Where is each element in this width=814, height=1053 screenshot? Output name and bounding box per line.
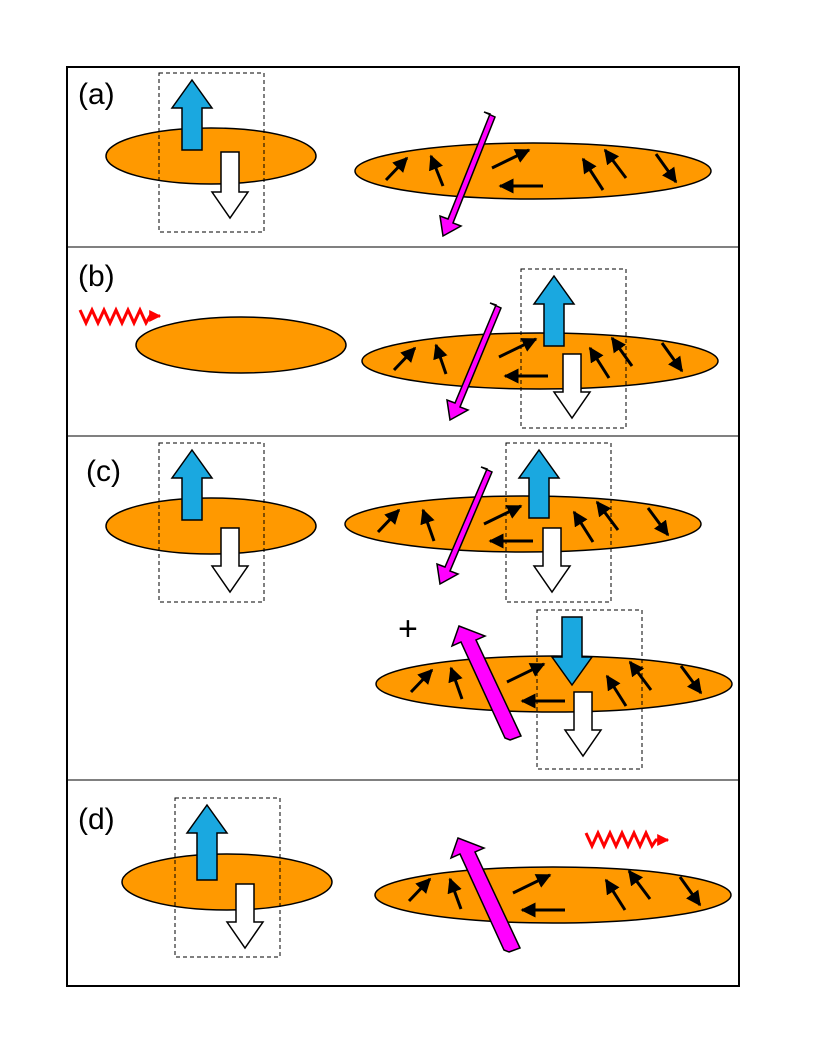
spin-up-arrow — [185, 803, 229, 881]
pair-box-d — [174, 797, 281, 958]
spin-down-arrow — [532, 527, 572, 594]
disk-a-right — [354, 142, 712, 200]
panel-a — [105, 72, 712, 238]
spin-down-arrow — [210, 151, 250, 220]
panel-b — [78, 268, 719, 429]
spin-up-arrow — [517, 448, 561, 519]
panel-c — [105, 442, 733, 770]
plus-sign: + — [398, 610, 418, 648]
panel-label-b: (b) — [78, 260, 115, 293]
spin-down-arrow — [225, 883, 265, 950]
local-spins-d — [407, 869, 702, 918]
big-spin-arrow-d — [449, 837, 522, 953]
outer-frame — [66, 66, 740, 987]
spin-down-arrow — [552, 353, 592, 420]
panel-d — [121, 797, 732, 958]
big-spin-arrow-a — [439, 111, 496, 238]
disk-b-left — [135, 316, 347, 374]
spin-down-arrow — [563, 691, 603, 758]
spin-down-arrow — [210, 527, 250, 594]
panel-label-a: (a) — [78, 78, 115, 111]
disk-a-left — [105, 127, 317, 185]
big-spin-arrow-c-upper — [436, 466, 493, 586]
spin-up-arrow — [170, 78, 214, 151]
panel-label-c: (c) — [86, 455, 121, 488]
photon-icon — [584, 829, 670, 850]
photon-icon — [78, 306, 162, 327]
local-spins-a — [384, 148, 678, 194]
disk-c-left — [105, 497, 317, 555]
spin-up-arrow — [532, 274, 576, 347]
pair-box-c-lower — [536, 609, 643, 770]
disk-c-lower — [375, 655, 733, 713]
pair-box-a — [158, 72, 265, 233]
big-spin-arrow-b — [446, 302, 502, 422]
local-spins-b — [392, 336, 684, 384]
spin-down-arrow — [550, 616, 594, 687]
pair-box-c-left — [158, 442, 265, 603]
big-spin-arrow-c-lower — [450, 625, 523, 741]
spin-up-arrow — [170, 448, 214, 521]
local-spins-c-upper — [376, 500, 670, 549]
disk-b-right — [361, 332, 719, 390]
disk-d-left — [121, 853, 333, 911]
disk-c-upper — [344, 495, 702, 553]
panel-label-d: (d) — [78, 803, 115, 836]
disk-d-right — [374, 866, 732, 924]
local-spins-c-lower — [409, 660, 703, 709]
